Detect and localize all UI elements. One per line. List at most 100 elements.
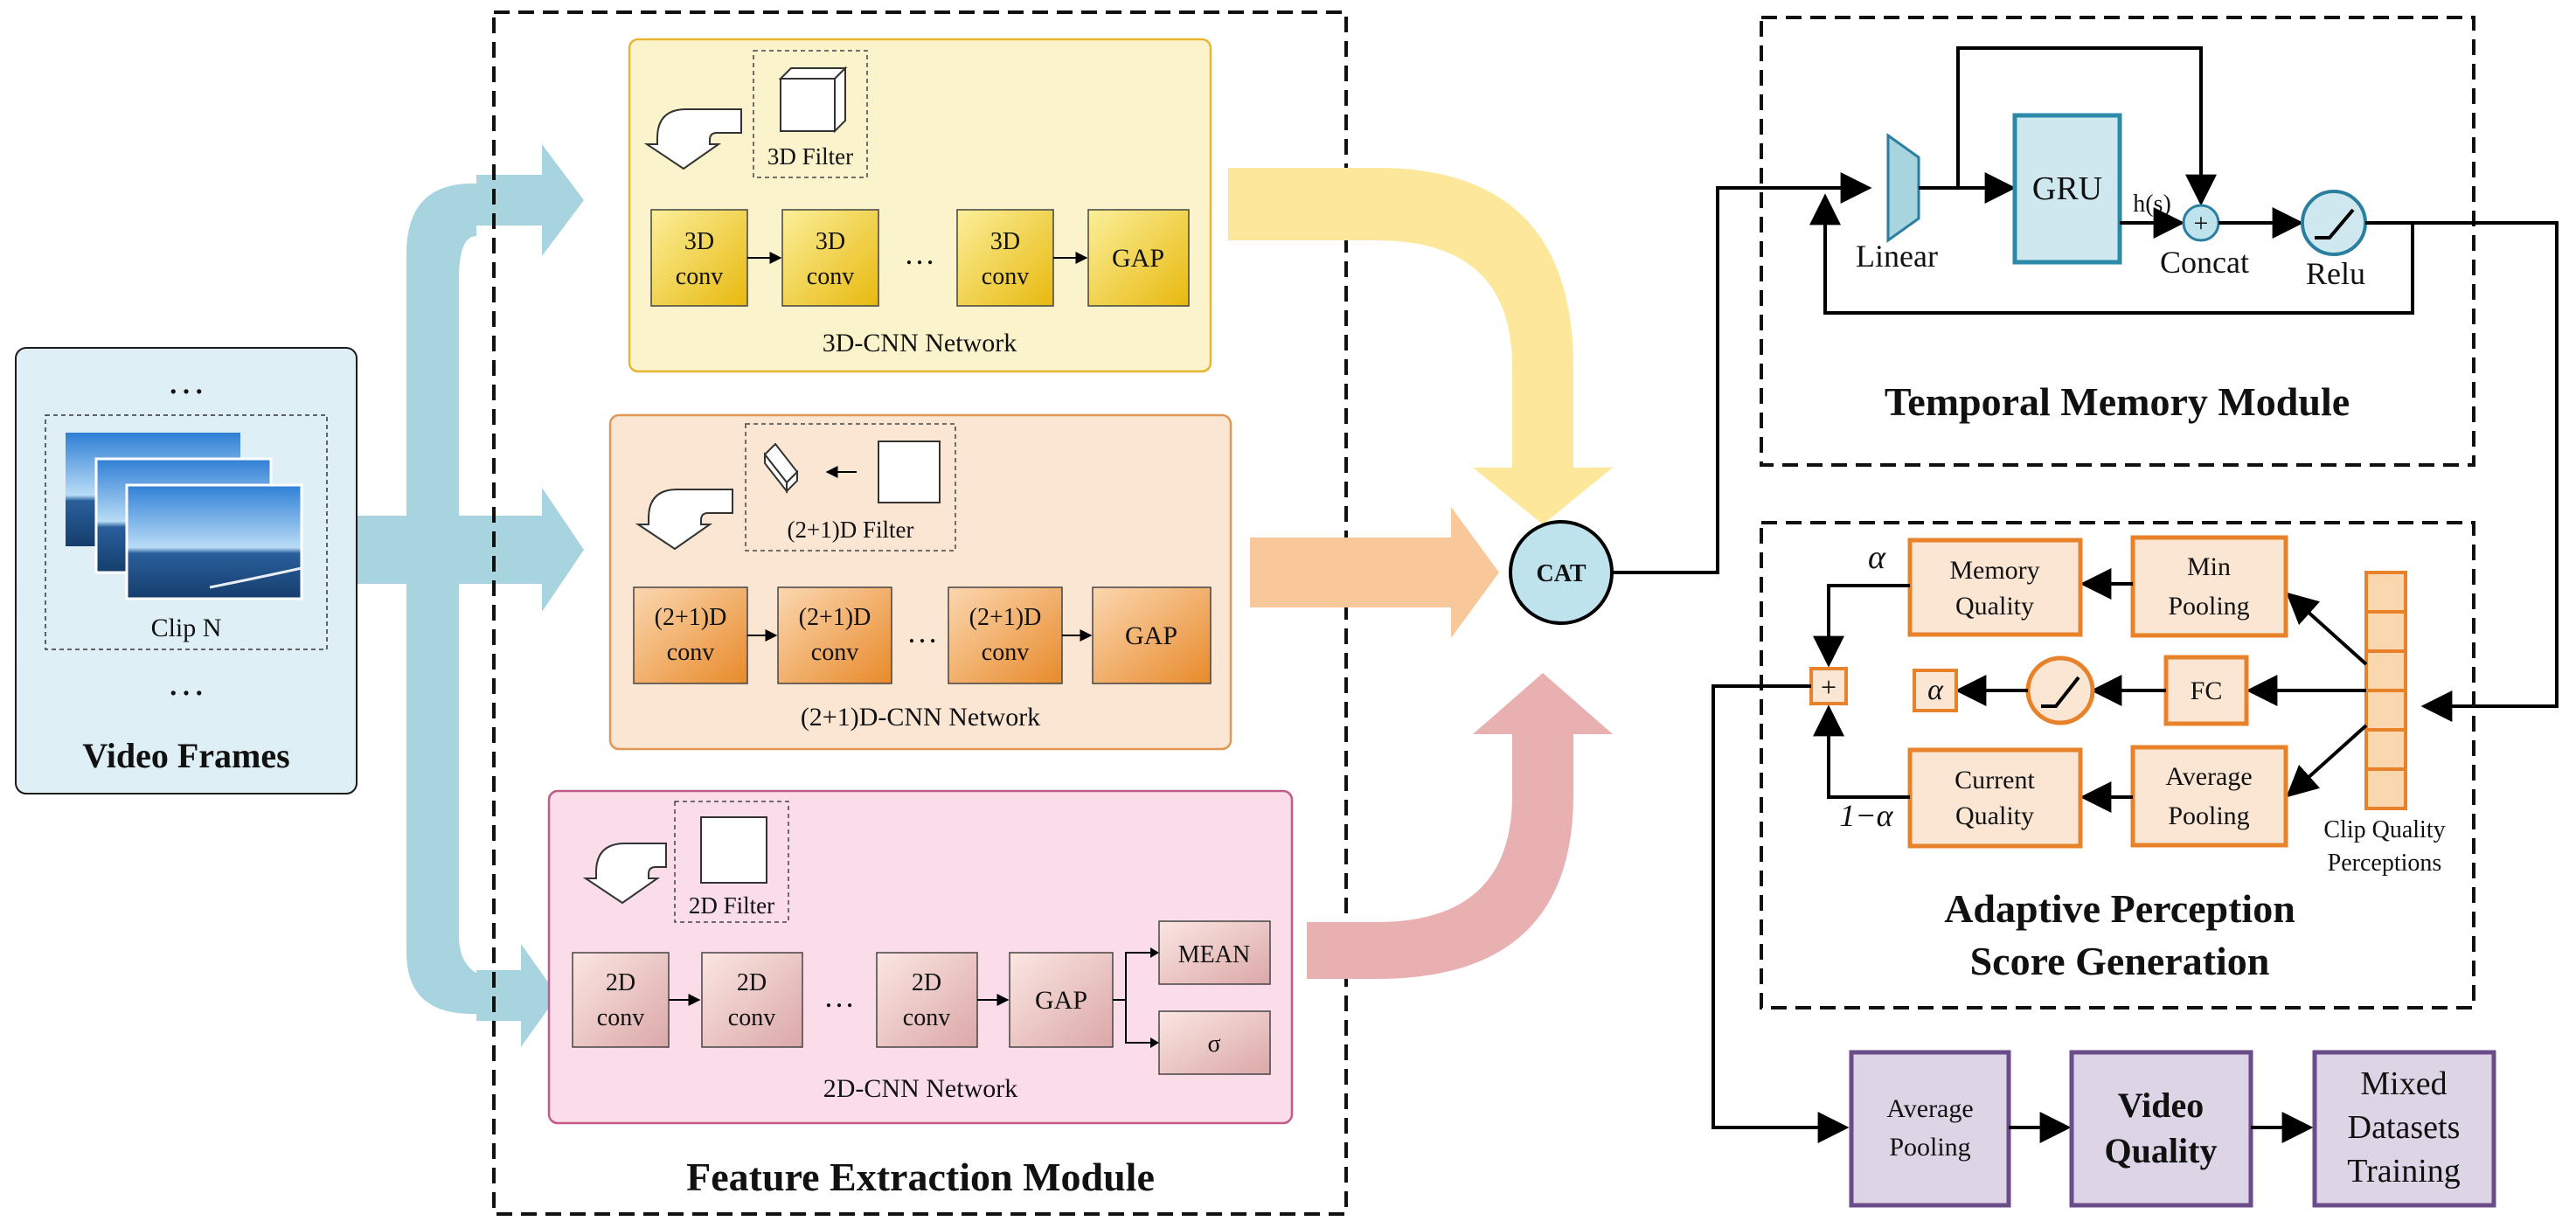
pink-feature-arrow	[1307, 673, 1613, 979]
adaptive-module: Clip Quality Perceptions Min Pooling Mem…	[1809, 535, 2446, 983]
video-quality-line1: Video	[2118, 1086, 2205, 1125]
cnn3d-gap: GAP	[1112, 244, 1164, 273]
cnn2d-dots: …	[823, 979, 855, 1014]
cnn21d-panel: (2+1)D Filter (2+1)D conv (2+1)D conv … …	[608, 413, 1232, 751]
sum-to-output-line	[1712, 684, 1850, 1143]
clip-frame-image	[66, 433, 303, 600]
cnn21d-filter-label: (2+1)D Filter	[788, 517, 914, 543]
video-quality-line2: Quality	[2105, 1131, 2218, 1170]
cnn2d-filter-label: 2D Filter	[689, 892, 774, 919]
curved-down-arrow-icon	[635, 489, 733, 551]
avg-pooling-line2: Pooling	[2168, 801, 2249, 830]
one-minus-alpha: 1−α	[1839, 798, 1893, 833]
cnn3d-panel: 3D Filter 3D conv 3D conv … 3D conv GAP …	[628, 38, 1212, 373]
min-pooling-line1: Min	[2187, 552, 2231, 581]
orange-feature-arrow	[1250, 507, 1499, 638]
curved-down-arrow-icon	[643, 108, 742, 170]
cnn2d-panel: 2D Filter 2D conv 2D conv … 2D conv GAP …	[547, 789, 1294, 1125]
cnn3d-network-label: 3D-CNN Network	[823, 329, 1017, 357]
fc-label: FC	[2191, 676, 2223, 705]
cnn3d-dots: …	[904, 236, 935, 271]
video-frames-panel: … Clip N … Video Frames	[15, 347, 358, 794]
cnn3d-block1-line1: 3D	[684, 228, 714, 255]
memory-quality-line1: Memory	[1949, 556, 2039, 585]
cnn2d-block1-line1: 2D	[606, 969, 635, 996]
mixed-line1: Mixed	[2360, 1065, 2447, 1102]
curved-down-arrow-icon	[582, 843, 667, 905]
relu-icon	[2025, 656, 2095, 725]
current-quality-line1: Current	[1955, 766, 2035, 794]
cnn2d-network-label: 2D-CNN Network	[823, 1074, 1017, 1103]
adaptive-border	[1760, 521, 2475, 1009]
video-frames-title: Video Frames	[82, 736, 289, 775]
cnn3d-block1-line2: conv	[676, 263, 723, 290]
cat-to-temporal-line	[1612, 172, 1872, 574]
mixed-line2: Datasets	[2348, 1109, 2461, 1146]
cube-icon	[778, 66, 848, 134]
relu-to-perceptions-line	[2413, 221, 2559, 722]
cnn21d-block3-line2: conv	[982, 639, 1029, 666]
out-avg-pooling-line1: Average	[1886, 1094, 1973, 1123]
cnn3d-block2-line2: conv	[807, 263, 854, 290]
cnn21d-block1-line2: conv	[667, 639, 714, 666]
cnn21d-gap: GAP	[1125, 621, 1177, 650]
blue-input-arrows	[354, 144, 584, 1047]
cnn21d-block1-line1: (2+1)D	[655, 604, 727, 631]
adaptive-title-line1: Adaptive Perception	[1944, 886, 2295, 931]
cnn3d-block3-line1: 3D	[990, 228, 1020, 255]
temporal-memory-title: Temporal Memory Module	[1885, 379, 2350, 424]
yellow-feature-arrow	[1228, 168, 1613, 524]
cnn21d-network-label: (2+1)D-CNN Network	[801, 703, 1040, 732]
temporal-memory-module: Linear GRU h(s) + Concat Relu Temporal M…	[1809, 46, 2414, 424]
cnn3d-block3-line2: conv	[982, 263, 1029, 290]
thin-slab-icon	[763, 442, 799, 494]
gru-label: GRU	[2032, 170, 2102, 207]
alpha-top: α	[1868, 539, 1886, 576]
relu-icon	[2301, 190, 2367, 256]
square-filter-icon	[878, 441, 941, 503]
clip-quality-label-line2: Perceptions	[2328, 850, 2442, 877]
sum-plus: +	[1821, 671, 1837, 703]
hs-label: h(s)	[2133, 191, 2171, 218]
min-pooling-line2: Pooling	[2168, 592, 2249, 621]
cnn2d-block2-line1: 2D	[737, 969, 767, 996]
cnn3d-block2-line1: 3D	[816, 228, 845, 255]
avg-pooling-line1: Average	[2165, 762, 2252, 791]
cnn2d-mean: MEAN	[1178, 941, 1250, 968]
cnn2d-block2-line2: conv	[728, 1004, 775, 1031]
cnn3d-filter-label: 3D Filter	[767, 143, 853, 170]
feature-extraction-title: Feature Extraction Module	[686, 1155, 1155, 1199]
temporal-memory-border	[1760, 16, 2475, 467]
mixed-line3: Training	[2347, 1153, 2461, 1190]
video-frames-bottom-dots: …	[167, 661, 205, 704]
cnn21d-dots: …	[906, 614, 938, 649]
cnn2d-block1-line2: conv	[597, 1004, 644, 1031]
relu-label: Relu	[2306, 256, 2365, 291]
concat-label: Concat	[2160, 245, 2249, 280]
cnn2d-gap: GAP	[1035, 986, 1087, 1015]
square-filter-icon	[700, 816, 767, 884]
linear-label: Linear	[1856, 239, 1938, 274]
concat-plus: +	[2194, 209, 2209, 238]
alpha-box: α	[1927, 674, 1944, 706]
current-quality-line2: Quality	[1955, 801, 2034, 830]
cnn21d-block3-line1: (2+1)D	[969, 604, 1042, 631]
cnn2d-block3-line1: 2D	[912, 969, 941, 996]
feature-extraction-border	[492, 10, 1348, 1216]
cat-label: CAT	[1536, 560, 1586, 587]
clip-quality-label-line1: Clip Quality	[2323, 816, 2445, 843]
cnn2d-block3-line2: conv	[903, 1004, 950, 1031]
out-avg-pooling-line2: Pooling	[1889, 1133, 1970, 1162]
cnn2d-sigma: σ	[1207, 1030, 1220, 1058]
cat-node: CAT	[1509, 520, 1614, 625]
video-frames-top-dots: …	[167, 359, 205, 402]
clip-quality-perceptions-stack	[2364, 571, 2407, 810]
output-pipeline: Average Pooling Video Quality Mixed Data…	[1849, 1050, 2496, 1208]
clip-label: Clip N	[151, 614, 222, 642]
cnn21d-block2-line1: (2+1)D	[799, 604, 871, 631]
memory-quality-line2: Quality	[1955, 592, 2034, 621]
cnn21d-block2-line2: conv	[811, 639, 858, 666]
adaptive-title-line2: Score Generation	[1970, 939, 2270, 983]
linear-trapezoid	[1886, 133, 1920, 243]
